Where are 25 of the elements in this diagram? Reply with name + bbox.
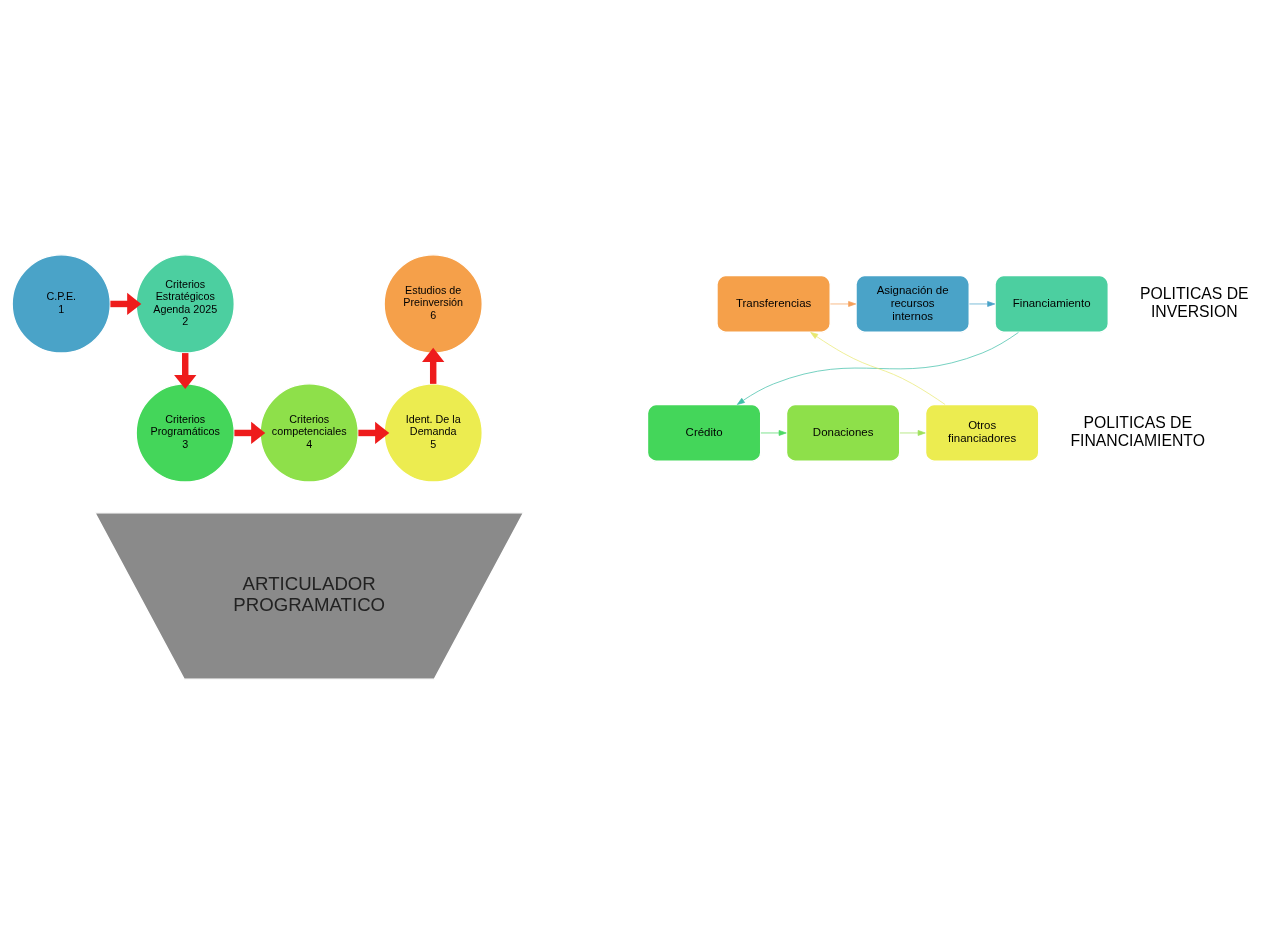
node-box: Asignación de recursos internos — [855, 274, 970, 333]
arrow — [422, 347, 445, 384]
arrow — [358, 421, 390, 445]
arrow — [760, 430, 787, 436]
arrow — [110, 292, 142, 316]
node-circle: Criterios competenciales 4 — [259, 383, 359, 483]
arrow — [736, 332, 1019, 405]
arrow — [830, 301, 857, 307]
arrow — [234, 421, 266, 445]
node-box: Donaciones — [785, 403, 901, 462]
arrow — [174, 353, 197, 390]
node-circle: Ident. De la Demanda 5 — [383, 383, 483, 483]
node-box: Otros financiadores — [924, 403, 1040, 462]
label: POLITICAS DE INVERSION — [1140, 285, 1249, 320]
label: POLITICAS DE FINANCIAMIENTO — [1070, 414, 1205, 449]
arrow — [969, 301, 996, 307]
node-circle: C.P.E. 1 — [11, 254, 112, 354]
node-box: Transferencias — [716, 274, 831, 333]
node-box: Crédito — [646, 403, 762, 462]
arrow — [810, 332, 946, 405]
arrow — [899, 430, 926, 436]
node-circle: Criterios Estratégicos Agenda 2025 2 — [135, 254, 236, 354]
node-circle: Criterios Programáticos 3 — [135, 383, 236, 483]
node-box: Financiamiento — [994, 274, 1109, 333]
node-circle: Estudios de Preinversión 6 — [383, 254, 483, 354]
